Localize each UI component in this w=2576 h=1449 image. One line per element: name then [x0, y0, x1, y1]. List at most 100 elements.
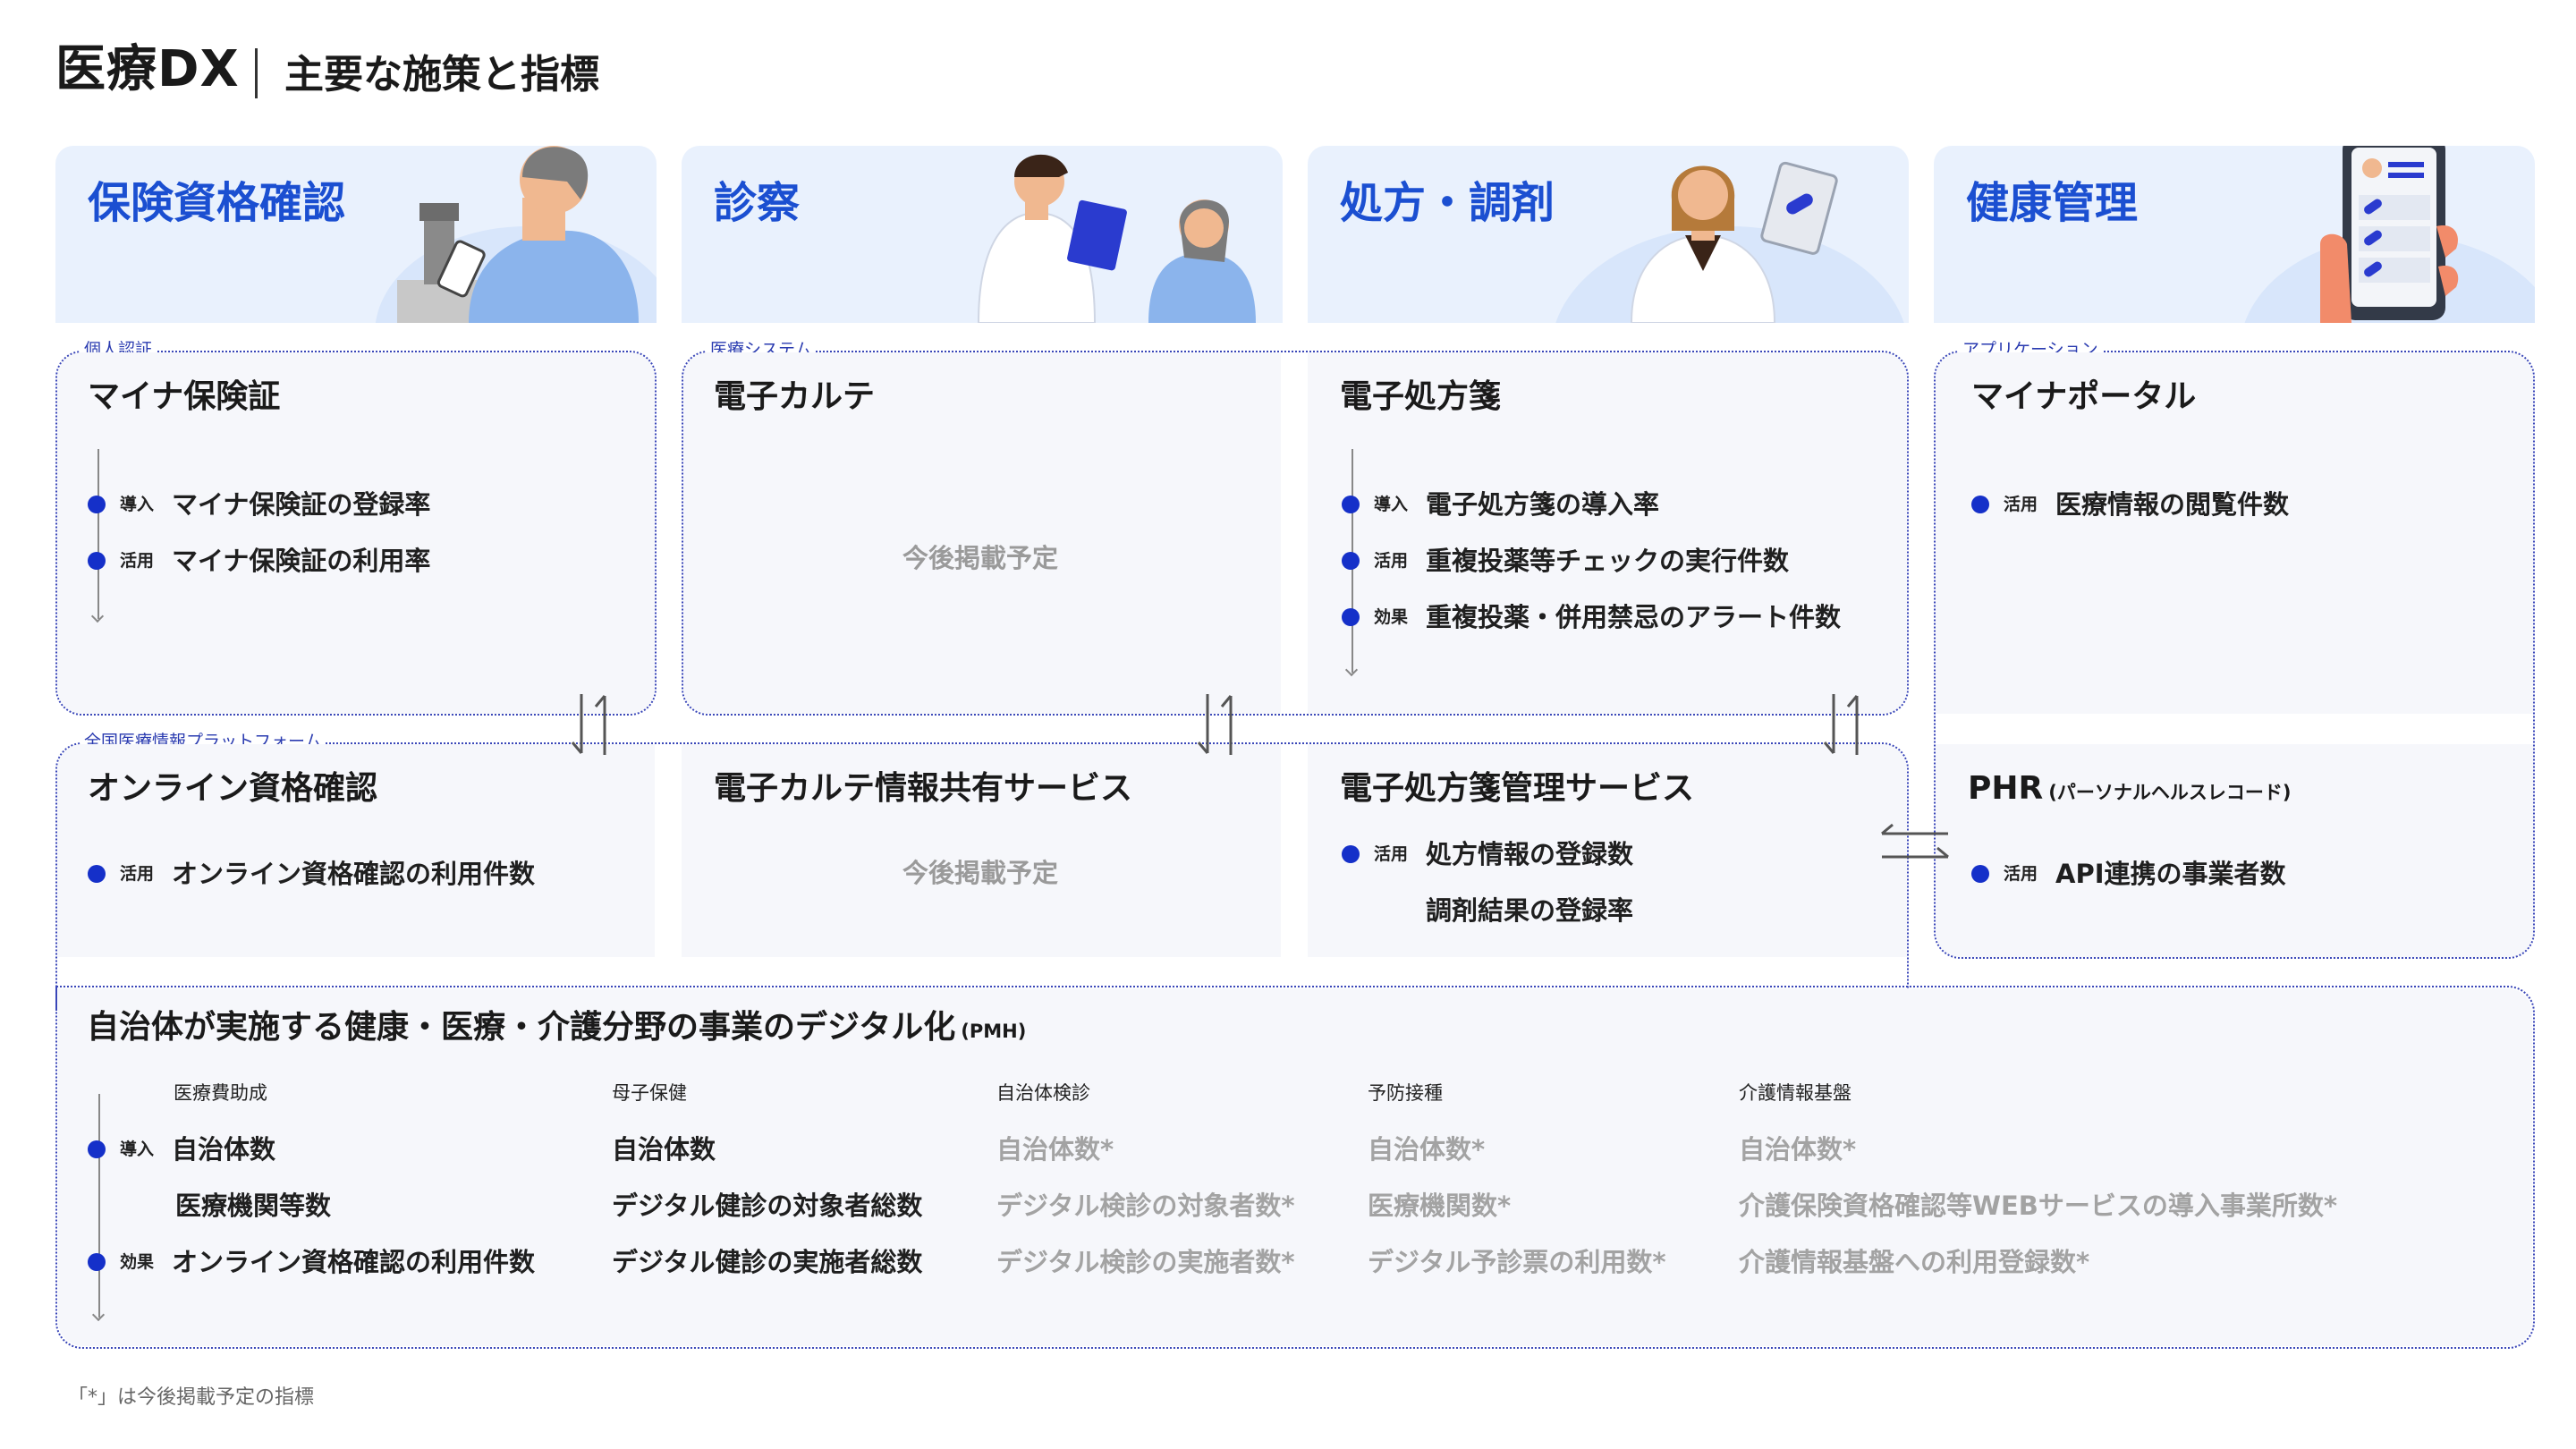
pmh-column-head: 医療費助成	[174, 1082, 267, 1104]
card-title: 電子カルテ	[714, 378, 876, 415]
pmh-item: デジタル検診の実施者数*	[996, 1247, 1295, 1277]
bidirectional-arrow-icon	[571, 694, 606, 755]
category-label: 診察	[714, 178, 801, 228]
metric-text: マイナ保険証の登録率	[172, 489, 431, 520]
card-title-note: (パーソナルヘルスレコード)	[2048, 782, 2292, 803]
pmh-column-head: 予防接種	[1368, 1082, 1443, 1104]
card-eprescription-mgmt: 電子処方箋管理サービス 活用 処方情報の登録数 調剤結果の登録率	[1308, 744, 1907, 957]
pmh-item: 自治体数	[172, 1134, 276, 1165]
title-separator	[255, 48, 258, 98]
card-title-text: PHR	[1968, 770, 2044, 807]
metric-text: 電子処方箋の導入率	[1426, 489, 1660, 520]
pmh-row-tag: 導入	[88, 1131, 168, 1167]
card-ehr-sharing: 電子カルテ情報共有サービス 今後掲載予定	[682, 744, 1281, 957]
bidirectional-arrow-icon	[1823, 694, 1859, 755]
pmh-item: デジタル健診の実施者総数	[612, 1247, 923, 1277]
card-title: オンライン資格確認	[88, 770, 378, 807]
metric-tag: 活用	[120, 551, 155, 571]
card-title: 電子処方箋管理サービス	[1340, 770, 1695, 807]
category-label: 健康管理	[1966, 178, 2139, 228]
pmh-item: 医療機関数*	[1368, 1191, 1512, 1221]
card-online-qualification: オンライン資格確認 活用 オンライン資格確認の利用件数	[57, 744, 655, 957]
pending-label: 今後掲載予定	[902, 543, 1059, 573]
group-frame-pmh	[55, 986, 2535, 1349]
horizontal-bidirectional-arrow-icon	[1881, 823, 1949, 859]
group-frame-application	[1934, 351, 2535, 959]
pmh-item: 介護情報基盤への利用登録数*	[1739, 1247, 2090, 1277]
group-frame-medical-system	[682, 351, 1909, 716]
bullet-dot-icon	[88, 865, 106, 883]
card-title: 電子処方箋	[1340, 378, 1502, 415]
metric-text: マイナ保険証の利用率	[172, 546, 431, 576]
card-title: PHR(パーソナルヘルスレコード)	[1968, 767, 2291, 814]
pmh-item: 自治体数*	[996, 1134, 1114, 1165]
pmh-title-text: 自治体が実施する健康・医療・介護分野の事業のデジタル化	[87, 1009, 956, 1046]
card-mynumber-insurance: マイナ保険証 導入 マイナ保険証の登録率 活用 マイナ保険証の利用率	[57, 352, 655, 714]
pmh-item: 医療機関等数	[175, 1191, 332, 1221]
metric-tag: 活用	[2004, 495, 2038, 514]
category-label: 処方・調剤	[1340, 178, 1555, 228]
bidirectional-arrow-icon	[1197, 694, 1233, 755]
flow-line	[97, 449, 99, 619]
patient-terminal-illustration-icon	[375, 146, 657, 323]
metric-text: 処方情報の登録数	[1426, 839, 1634, 869]
pmh-item: デジタル予診票の利用数*	[1368, 1247, 1666, 1277]
pmh-item: 自治体数*	[1368, 1134, 1486, 1165]
bullet-dot-icon	[88, 1253, 106, 1271]
bullet-dot-icon	[1342, 496, 1360, 513]
bullet-dot-icon	[1342, 552, 1360, 570]
pmh-column-head: 母子保健	[612, 1082, 687, 1104]
metric-tag: 活用	[2004, 864, 2038, 884]
pmh-title: 自治体が実施する健康・医療・介護分野の事業のデジタル化(PMH)	[87, 1006, 1026, 1053]
bullet-dot-icon	[1971, 496, 1989, 513]
page-subtitle: 主要な施策と指標	[284, 52, 599, 97]
pmh-item: 自治体数	[612, 1134, 716, 1165]
metric-text: 調剤結果の登録率	[1426, 895, 1634, 926]
bullet-dot-icon	[88, 1140, 106, 1158]
pending-label: 今後掲載予定	[902, 858, 1059, 888]
card-ehr: 電子カルテ 今後掲載予定	[683, 352, 1281, 714]
bullet-dot-icon	[88, 552, 106, 570]
card-title: マイナポータル	[1971, 378, 2197, 415]
bullet-dot-icon	[88, 496, 106, 513]
metric-tag: 効果	[1374, 607, 1409, 627]
card-title: 電子カルテ情報共有サービス	[714, 770, 1133, 807]
metric-tag: 活用	[120, 864, 155, 884]
group-frame-platform	[55, 742, 1909, 1011]
metric-tag: 導入	[1374, 495, 1409, 514]
pmh-row-tag: 効果	[88, 1244, 168, 1280]
pmh-item: デジタル健診の対象者総数	[612, 1191, 923, 1221]
category-consultation: 診察	[682, 146, 1283, 323]
card-eprescription: 電子処方箋 導入 電子処方箋の導入率 活用 重複投薬等チェックの実行件数 効果 …	[1308, 352, 1907, 714]
footnote: 「*」は今後掲載予定の指標	[68, 1386, 315, 1409]
metric-text: 医療情報の閲覧件数	[2055, 489, 2290, 520]
metric-text: オンライン資格確認の利用件数	[172, 859, 536, 889]
pmh-item: 自治体数*	[1739, 1134, 1857, 1165]
metric-tag: 効果	[120, 1252, 155, 1272]
pmh-section: 自治体が実施する健康・医療・介護分野の事業のデジタル化(PMH) 医療費助成 母…	[58, 988, 2532, 1346]
metric-text: 重複投薬等チェックの実行件数	[1426, 546, 1790, 576]
category-health-management: 健康管理	[1934, 146, 2535, 323]
smartphone-app-illustration-icon	[2244, 146, 2535, 323]
card-phr: PHR(パーソナルヘルスレコード) 活用 API連携の事業者数	[1936, 744, 2533, 957]
category-label: 保険資格確認	[88, 178, 346, 228]
doctor-patient-illustration-icon	[977, 154, 1256, 323]
card-title: マイナ保険証	[88, 378, 281, 415]
pmh-column-head: 介護情報基盤	[1739, 1082, 1852, 1104]
bullet-dot-icon	[1342, 845, 1360, 863]
metric-tag: 導入	[120, 1140, 155, 1159]
pmh-title-note: (PMH)	[961, 1021, 1027, 1042]
card-myna-portal: マイナポータル 活用 医療情報の閲覧件数	[1936, 352, 2533, 714]
flow-line	[98, 1094, 100, 1318]
metric-text: API連携の事業者数	[2055, 859, 2286, 889]
pmh-item: 介護保険資格確認等WEBサービスの導入事業所数*	[1739, 1191, 2338, 1221]
bullet-dot-icon	[1971, 865, 1989, 883]
group-frame-personal-auth	[55, 351, 657, 716]
pmh-item: デジタル検診の対象者数*	[996, 1191, 1295, 1221]
pmh-column-head: 自治体検診	[996, 1082, 1090, 1104]
category-insurance-check: 保険資格確認	[55, 146, 657, 323]
pmh-item: オンライン資格確認の利用件数	[172, 1247, 536, 1277]
category-prescription: 処方・調剤	[1308, 146, 1909, 323]
page-title: 医療DX	[55, 40, 240, 98]
pharmacist-illustration-icon	[1555, 161, 1904, 323]
